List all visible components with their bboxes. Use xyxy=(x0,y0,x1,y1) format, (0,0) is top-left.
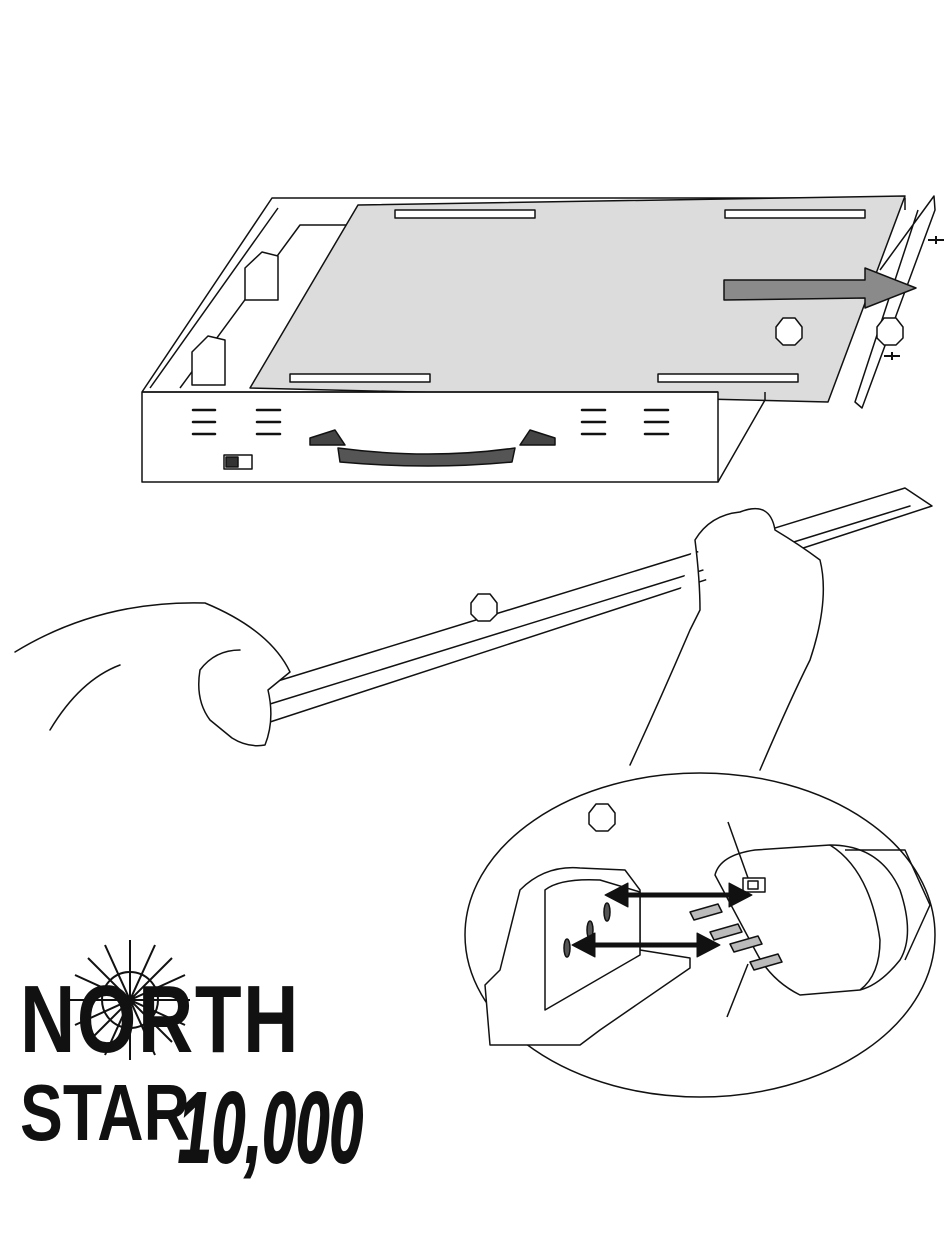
logo-number: 10,000 xyxy=(178,1072,363,1184)
northstar-logo: NORTH STAR 10,000 xyxy=(20,940,363,1184)
left-hand xyxy=(15,603,290,746)
step-marker-b xyxy=(877,318,903,345)
rail-with-hands xyxy=(15,488,932,770)
rail-bar xyxy=(255,488,932,722)
logo-line-star: STAR xyxy=(20,1068,190,1157)
connector-detail xyxy=(465,773,935,1097)
step-marker-c xyxy=(471,594,497,621)
step-marker-a xyxy=(776,318,802,345)
cabinet-assembly xyxy=(142,196,944,482)
logo-line-north: NORTH xyxy=(20,966,300,1073)
step-marker-d xyxy=(589,804,615,831)
right-hand xyxy=(630,509,823,770)
